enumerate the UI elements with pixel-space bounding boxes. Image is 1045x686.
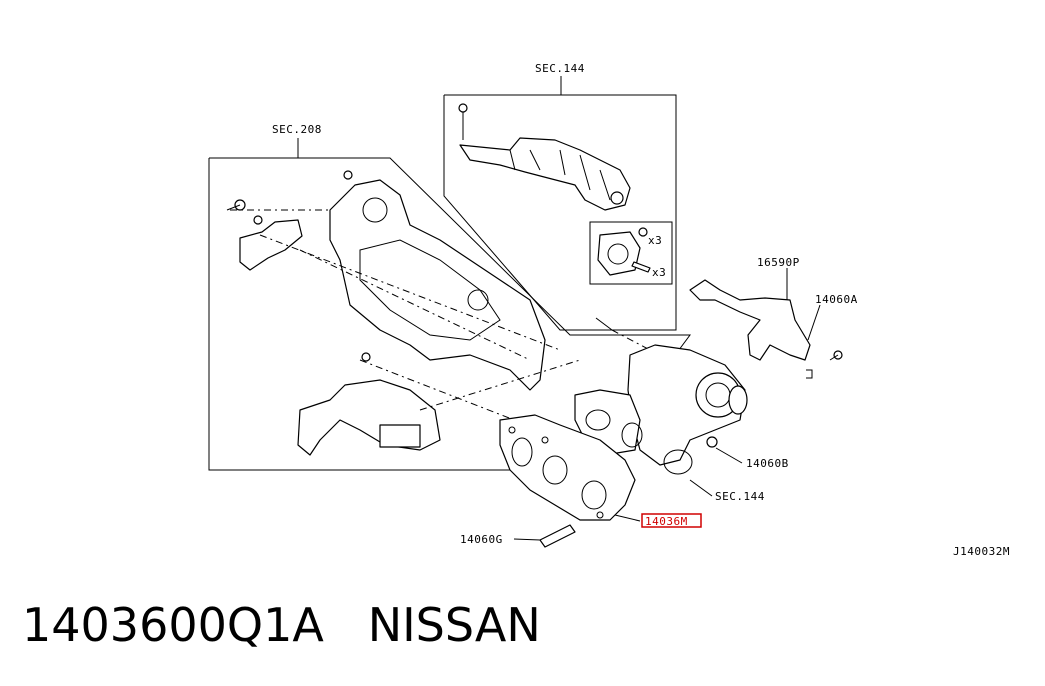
- callout-14036m: 14036M: [645, 515, 688, 528]
- stud-bolt: [539, 524, 576, 548]
- caption: 1403600Q1A NISSAN: [22, 598, 541, 652]
- callout-16590p: 16590P: [757, 256, 800, 269]
- x3-label-a: x3: [648, 234, 662, 247]
- callout-14060g: 14060G: [460, 533, 503, 546]
- brand-name: NISSAN: [367, 598, 541, 652]
- callout-14060b: 14060B: [746, 457, 789, 470]
- sec144-detail-box: x3 x3: [443, 76, 677, 331]
- highlight-box: [641, 513, 702, 528]
- heat-shield: [689, 279, 843, 379]
- x3-label-b: x3: [652, 266, 666, 279]
- sec208-detail-box: [208, 138, 691, 471]
- exhaust-gasket: [499, 414, 636, 521]
- callout-14060a: 14060A: [815, 293, 858, 306]
- callout-sec144-top: SEC.144: [535, 62, 585, 75]
- callout-sec144-mid: SEC.144: [715, 490, 765, 503]
- callout-sec208: SEC.208: [272, 123, 322, 136]
- drawing-id: J140032M: [953, 545, 1010, 558]
- part-number: 1403600Q1A: [22, 598, 324, 652]
